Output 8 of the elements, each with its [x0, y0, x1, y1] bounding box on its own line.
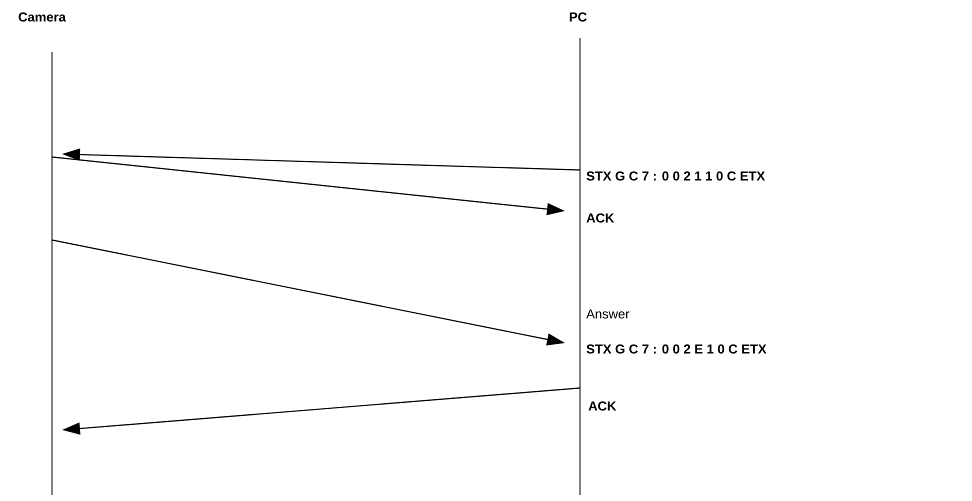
- node-label: Camera: [18, 12, 66, 22]
- lifeline: Camera: [18, 12, 66, 495]
- edge-label: STX G C 7 : 0 0 2 E 1 0 C ETX: [586, 344, 766, 354]
- node-label: PC: [570, 12, 587, 22]
- edge-label: ACK: [588, 401, 616, 411]
- edge-label: STX G C 7 : 0 0 2 1 1 0 C ETX: [586, 171, 766, 181]
- edge-label: ACK: [586, 213, 614, 223]
- lifeline: PC: [570, 12, 587, 495]
